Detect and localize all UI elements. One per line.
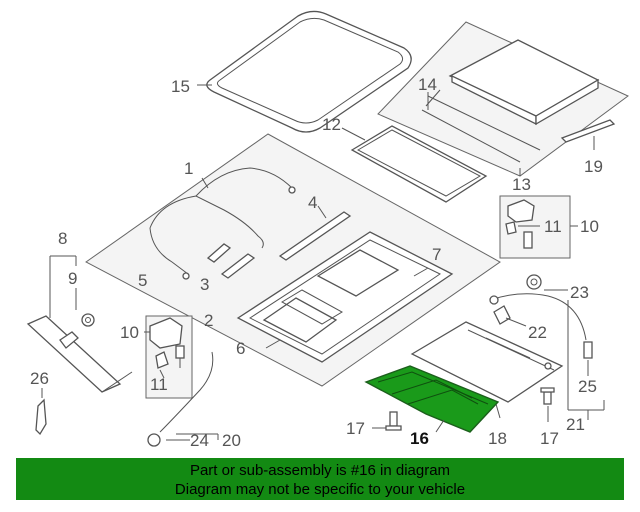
part-10-11-left-box <box>144 315 193 399</box>
callout-8: 8 <box>58 229 67 248</box>
callout-10-right: 10 <box>580 217 599 236</box>
callout-2: 2 <box>204 311 213 330</box>
part-17-bolts <box>372 387 555 431</box>
callout-14: 14 <box>418 75 437 94</box>
callout-17-right: 17 <box>540 429 559 448</box>
part-12-glass-panel <box>341 125 488 203</box>
banner-line-1: Part or sub-assembly is #16 in diagram <box>189 462 451 479</box>
callout-9: 9 <box>68 269 77 288</box>
callout-16: 16 <box>410 429 429 448</box>
callout-13: 13 <box>512 175 531 194</box>
callout-15: 15 <box>171 77 190 96</box>
callout-17-left: 17 <box>346 419 365 438</box>
main-assembly-panel <box>85 133 501 387</box>
callout-25: 25 <box>578 377 597 396</box>
part-16-highlighted <box>364 365 500 433</box>
callout-11-right: 11 <box>544 217 562 236</box>
callout-26: 26 <box>30 369 49 388</box>
callout-6: 6 <box>236 339 245 358</box>
banner-line-2: Diagram may not be specific to your vehi… <box>174 481 466 498</box>
callout-18: 18 <box>488 429 507 448</box>
part-26-bracket <box>35 388 47 436</box>
part-15-glass-seal <box>197 10 412 133</box>
callout-10-left: 10 <box>120 323 139 342</box>
info-banner: Part or sub-assembly is #16 in diagram D… <box>16 458 624 500</box>
callout-7: 7 <box>432 245 441 264</box>
callout-20: 20 <box>222 431 241 450</box>
part-8-9-group <box>26 255 133 393</box>
callout-11-left: 11 <box>150 375 168 394</box>
part-18-sunshade <box>410 321 564 419</box>
part-20-24-cable <box>147 351 219 447</box>
callout-1: 1 <box>184 159 193 178</box>
callout-19: 19 <box>584 157 603 176</box>
callout-5: 5 <box>138 271 147 290</box>
callout-24: 24 <box>190 431 209 450</box>
part-19-strip <box>560 119 616 150</box>
part-21-25-group <box>489 274 605 420</box>
callout-21: 21 <box>566 415 585 434</box>
part-10-11-right-box <box>499 195 578 259</box>
callout-23: 23 <box>570 283 589 302</box>
parts-diagram: 15 12 14 13 19 1 4 11 10 8 7 9 5 3 23 2 … <box>26 10 629 450</box>
callout-12: 12 <box>322 115 341 134</box>
callout-4: 4 <box>308 193 317 212</box>
callout-22: 22 <box>528 323 547 342</box>
callout-3: 3 <box>200 275 209 294</box>
